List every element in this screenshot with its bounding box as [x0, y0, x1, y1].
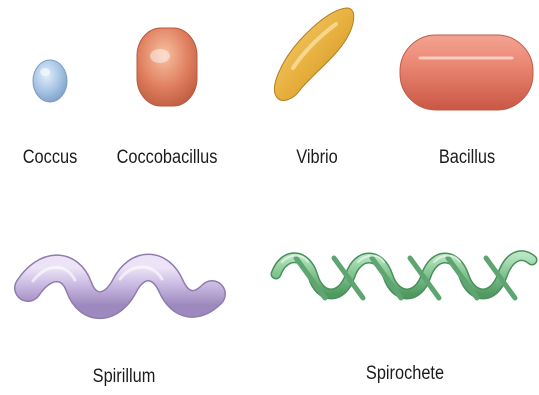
bacillus-label: Bacillus	[439, 147, 495, 169]
spirillum-shape	[28, 267, 212, 305]
coccus-shape	[33, 60, 67, 102]
bacillus-shape	[400, 35, 533, 110]
spirochete-shape	[276, 256, 532, 298]
spirochete-label: Spirochete	[366, 363, 444, 385]
vibrio-shape	[274, 8, 353, 100]
coccobacillus-shape	[137, 28, 197, 106]
spirillum-label: Spirillum	[93, 366, 156, 388]
vibrio-label: Vibrio	[296, 147, 337, 169]
coccobacillus-label: Coccobacillus	[117, 147, 218, 169]
coccus-label: Coccus	[23, 147, 77, 169]
